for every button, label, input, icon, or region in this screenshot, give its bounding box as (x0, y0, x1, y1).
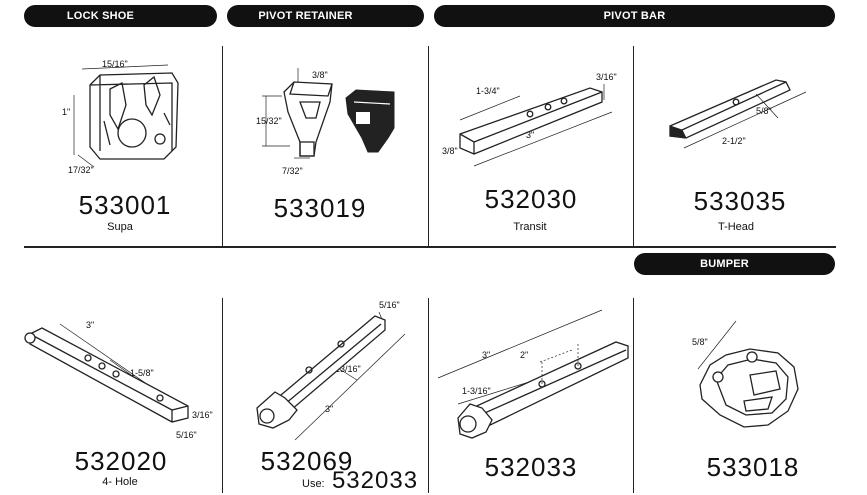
pivot-retainer-drawing: 3/8" 15/32" 7/32" (256, 68, 395, 176)
dim-label: 3" (86, 320, 94, 330)
part-number: 533019 (273, 193, 367, 223)
use-part-number: 532033 (331, 467, 419, 494)
dim-label: 3/16" (596, 72, 617, 82)
part-name: T-Head (717, 221, 755, 233)
t-head-bar-drawing: 5/8" 2-1/2" (669, 79, 807, 149)
t-bar-drawing: 5/16" 13/16" 3" (256, 300, 406, 441)
dim-label: 2-1/2" (722, 136, 746, 146)
dim-label: 3/8" (312, 70, 328, 80)
dim-label: 1-3/16" (462, 386, 491, 396)
part-name: Supa (107, 221, 133, 233)
long-bar-drawing: 3" 2" 1-3/16" (437, 309, 629, 439)
dim-label: 5/8" (692, 337, 708, 347)
dim-label: 13/16" (335, 364, 361, 374)
part-number: 533001 (78, 190, 172, 220)
part-number: 532020 (74, 446, 168, 476)
divider (222, 298, 223, 493)
divider (633, 46, 634, 246)
dim-label: 15/16" (102, 59, 128, 69)
dim-label: 1" (62, 107, 70, 117)
dim-label: 3" (325, 404, 333, 414)
divider (633, 298, 634, 493)
header-lock-shoe: LOCK SHOE (24, 5, 217, 27)
lock-shoe-drawing: 15/16" 1" 17/32" (62, 59, 179, 175)
pivot-bar-drawing: 1-3/4" 3/16" 3/8" 3" (442, 72, 617, 167)
dim-label: 2" (520, 350, 528, 360)
divider (428, 298, 429, 493)
dim-label: 17/32" (68, 165, 94, 175)
row-divider (24, 246, 836, 248)
part-name: 4- Hole (102, 476, 138, 488)
use-label: Use: (302, 478, 325, 490)
part-number: 532030 (484, 184, 578, 214)
dim-label: 7/32" (282, 166, 303, 176)
header-pivot-bar: PIVOT BAR (434, 5, 835, 27)
divider (428, 46, 429, 246)
part-name: Transit (513, 221, 547, 233)
dim-label: 15/32" (256, 116, 282, 126)
dim-label: 3/16" (192, 410, 213, 420)
dim-label: 3/8" (442, 146, 458, 156)
dim-label: 5/16" (379, 300, 400, 310)
dim-label: 5/16" (176, 430, 197, 440)
divider (222, 46, 223, 246)
part-number: 533035 (693, 186, 787, 216)
four-hole-bar-drawing: 3" 1-5/8" 3/16" 5/16" (24, 320, 213, 440)
dim-label: 1-5/8" (130, 368, 154, 378)
part-number: 532069 (260, 446, 354, 476)
header-bumper: BUMPER (634, 253, 835, 275)
dim-label: 1-3/4" (476, 86, 500, 96)
bumper-drawing: 5/8" (692, 320, 799, 428)
header-pivot-retainer: PIVOT RETAINER (227, 5, 424, 27)
part-number: 532033 (484, 452, 578, 482)
dim-label: 3" (482, 350, 490, 360)
dim-label: 3" (526, 130, 534, 140)
part-number: 533018 (706, 452, 800, 482)
